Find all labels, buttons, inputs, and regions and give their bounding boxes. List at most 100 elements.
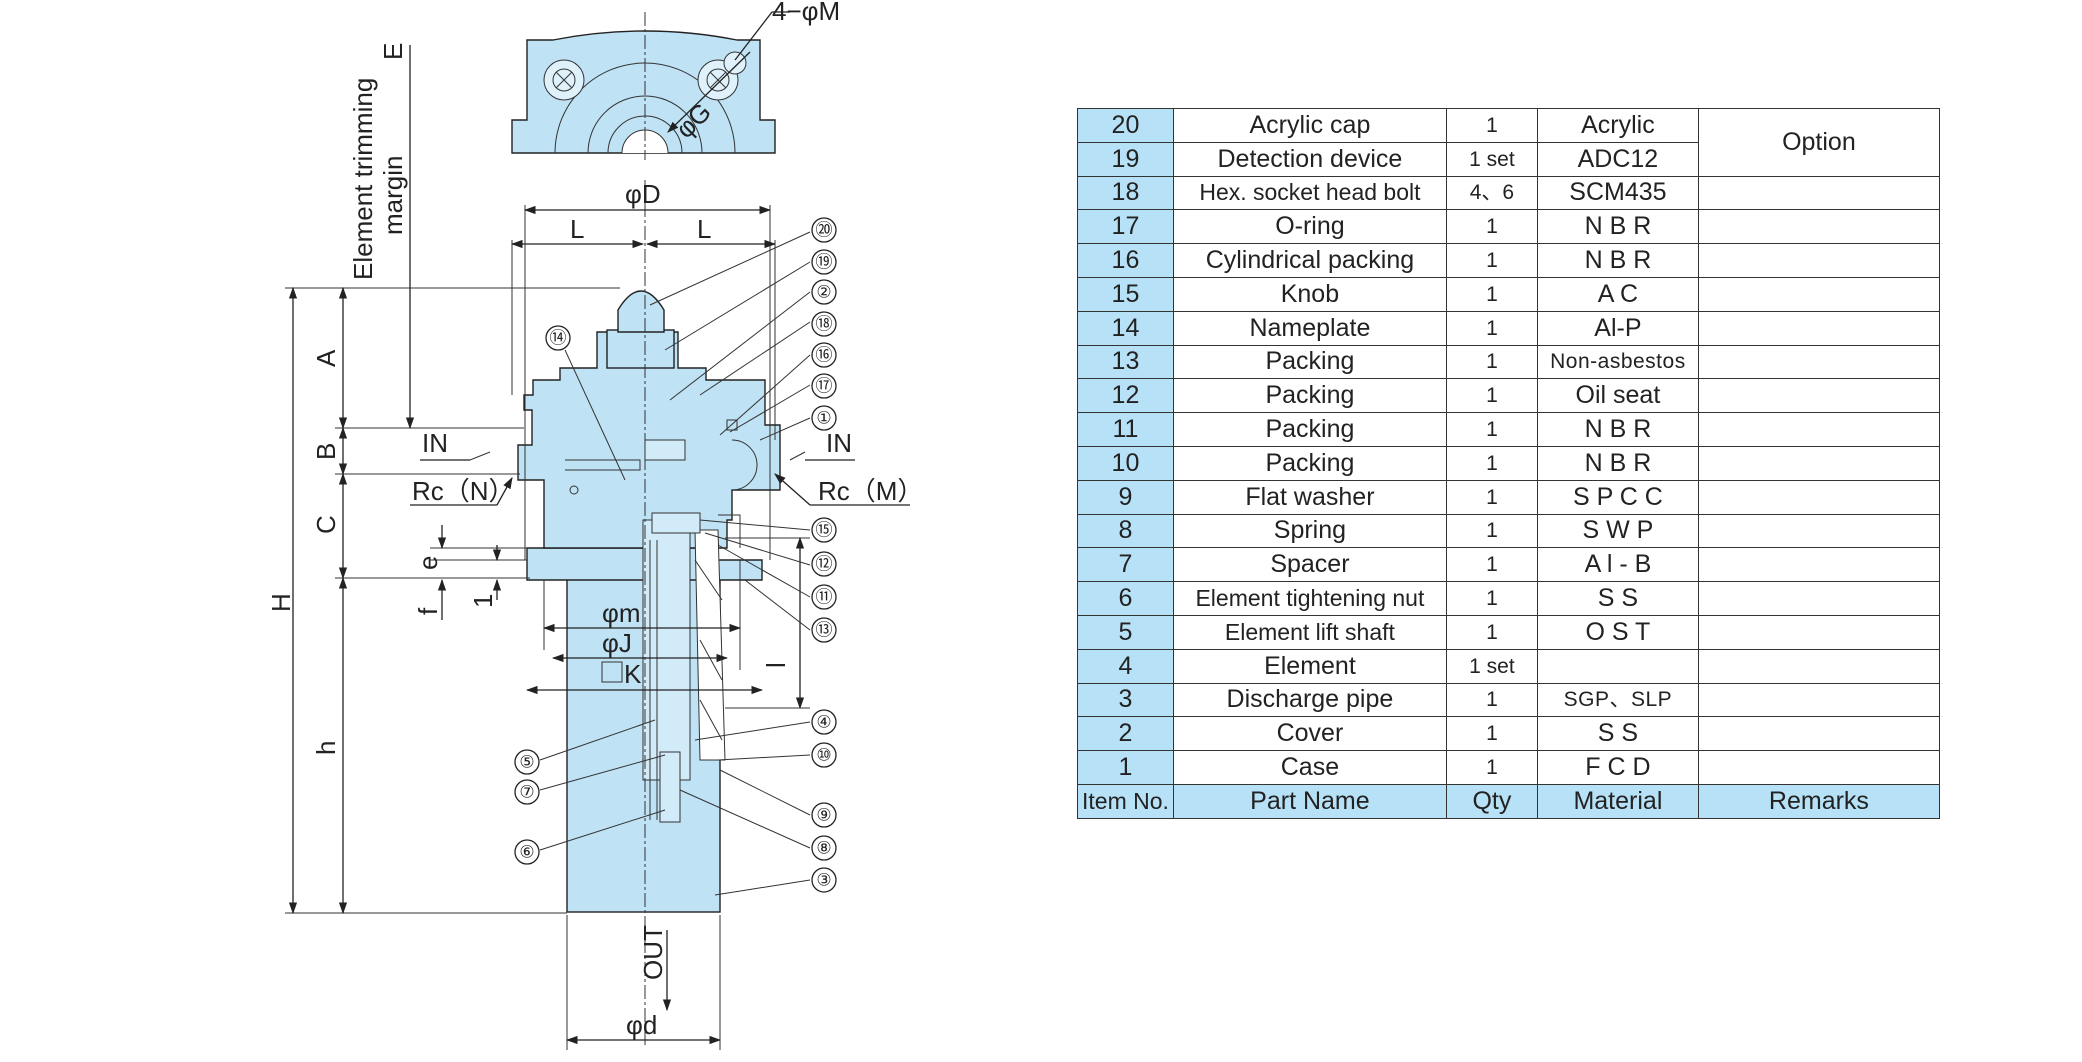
svg-text:⑪: ⑪ [816,588,833,607]
item-no-cell: 7 [1077,547,1174,583]
svg-text:⑥: ⑥ [519,843,534,862]
qty-cell: 1 [1445,412,1538,447]
svg-text:④: ④ [816,713,831,732]
remarks-cell [1697,614,1940,650]
svg-text:⑬: ⑬ [816,621,833,640]
qty-cell: 1 set [1445,648,1538,684]
material-cell: A l - B [1536,547,1699,583]
part-name-cell: Packing [1172,378,1447,414]
item-no-cell: 19 [1077,141,1174,177]
k-square [601,661,623,683]
material-cell [1536,648,1699,684]
remarks-cell [1697,682,1940,718]
svg-text:⑩: ⑩ [816,746,831,765]
balloon-12: ⑫ [811,551,837,577]
part-name-cell: Cylindrical packing [1172,243,1447,278]
balloon-17: ⑰ [811,373,837,399]
item-no-cell: 1 [1077,750,1174,785]
l-left-label: L [570,214,584,244]
option-remark-cell: Option [1697,108,1940,177]
qty-cell: 1 [1445,547,1538,583]
material-cell: Oil seat [1536,378,1699,414]
filter-assembly-drawing: 4−φM φG [266,0,923,1050]
qty-cell: 1 [1445,276,1538,312]
dimensions: φD L L E Element trimming margin H A B C… [266,43,923,1050]
qty-cell: 1 [1445,614,1538,650]
item-no-cell: 8 [1077,513,1174,549]
material-cell: F C D [1536,750,1699,785]
remarks-cell [1697,716,1940,752]
table-row: 13 Packing 1 Non-asbestos [1077,344,1940,380]
qty-cell: 1 [1445,378,1538,414]
remarks-cell [1697,243,1940,278]
holes-label: 4−φM [772,0,840,26]
bolt-hole-left [543,59,585,101]
phi-j-label: φJ [602,628,632,658]
material-cell: N B R [1536,412,1699,447]
svg-text:⑮: ⑮ [816,521,833,540]
material-cell: N B R [1536,243,1699,278]
balloon-6: ⑥ [514,839,540,865]
remarks-cell [1697,750,1940,785]
qty-cell: 1 [1445,716,1538,752]
remarks-cell [1697,412,1940,447]
item-no-cell: 16 [1077,243,1174,278]
qty-cell: 1 [1445,209,1538,245]
b-label: B [311,443,341,460]
svg-text:⑫: ⑫ [816,555,833,574]
remarks-cell [1697,344,1940,380]
remarks-cell [1697,378,1940,414]
svg-text:②: ② [816,283,831,302]
part-name-header: Part Name [1172,783,1447,819]
phi-d-label: φD [625,179,661,209]
balloon-11: ⑪ [811,584,837,610]
part-name-cell: Discharge pipe [1172,682,1447,718]
part-name-cell: Knob [1172,276,1447,312]
part-name-cell: Flat washer [1172,479,1447,515]
balloon-9: ⑨ [811,802,837,828]
bolt-hole-right [697,51,747,101]
svg-text:⑳: ⑳ [816,221,833,240]
part-name-cell: Detection device [1172,141,1447,177]
part-name-cell: Cover [1172,716,1447,752]
item-no-cell: 14 [1077,310,1174,346]
part-name-cell: Packing [1172,412,1447,447]
one-label: 1 [468,594,498,608]
table-row: 16 Cylindrical packing 1 N B R [1077,243,1940,278]
item-no-cell: 17 [1077,209,1174,245]
balloon-19: ⑲ [811,249,837,275]
item-no-cell: 13 [1077,344,1174,380]
qty-cell: 1 [1445,581,1538,616]
front-view [517,180,781,1045]
svg-text:⑨: ⑨ [816,806,831,825]
table-row: 4 Element 1 set [1077,648,1940,684]
item-no-cell: 10 [1077,445,1174,481]
part-name-cell: Spacer [1172,547,1447,583]
phi-m-label: φm [602,598,641,628]
table-row: 3 Discharge pipe 1 SGP、SLP [1077,682,1940,718]
item-no-cell: 12 [1077,378,1174,414]
parts-table: 20 Acrylic cap 1 Acrylic Option 19 Detec… [1077,108,1940,819]
f-small-label: f [413,607,443,615]
qty-cell: 1 [1445,243,1538,278]
top-view: 4−φM φG [511,0,840,160]
qty-header: Qty [1445,783,1538,819]
remarks-cell [1697,479,1940,515]
material-cell: Al-P [1536,310,1699,346]
svg-text:⑲: ⑲ [816,253,833,272]
qty-cell: 1 set [1445,141,1538,177]
svg-text:⑧: ⑧ [816,839,831,858]
item-no-cell: 5 [1077,614,1174,650]
phi-d-small-label: φd [626,1010,657,1040]
remarks-header: Remarks [1697,783,1940,819]
e-small-label: e [413,556,443,570]
material-cell: SGP、SLP [1536,682,1699,718]
table-row: 17 O-ring 1 N B R [1077,209,1940,245]
element-trimming-label-1: Element trimming [348,78,378,280]
remarks-cell [1697,648,1940,684]
balloon-10: ⑩ [811,742,837,768]
rc-n-label: Rc（N） [412,476,515,506]
balloon-8: ⑧ [811,835,837,861]
svg-text:⑤: ⑤ [519,753,534,772]
in-left-label: IN [422,428,448,458]
